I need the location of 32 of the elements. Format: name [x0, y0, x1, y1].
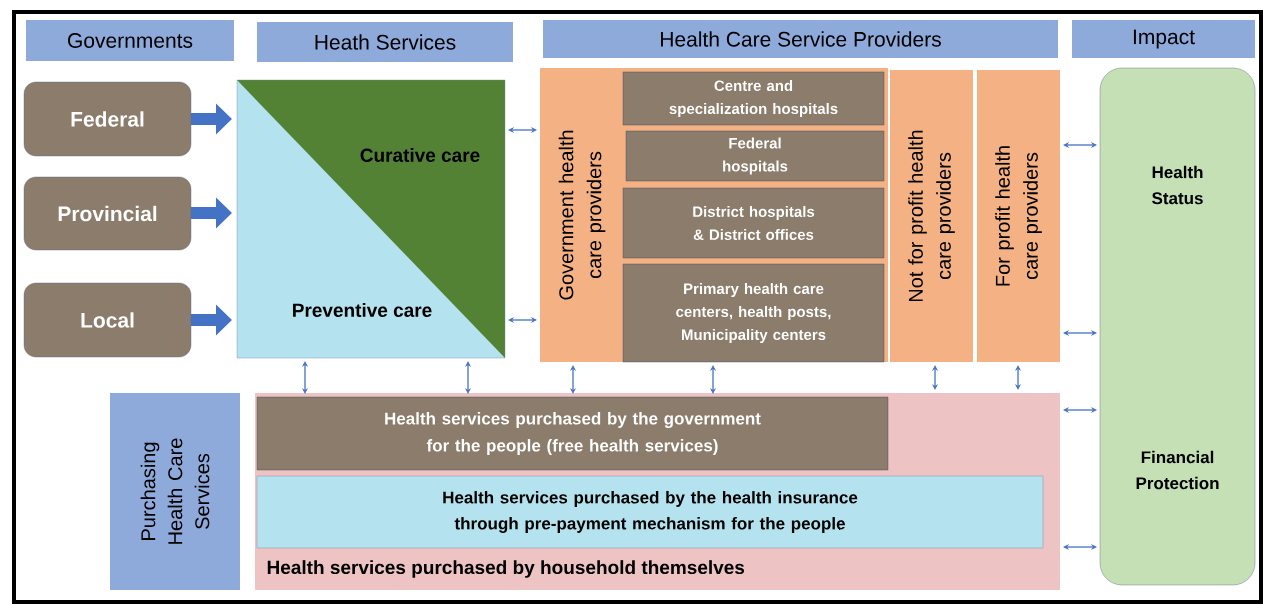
arrow — [1063, 329, 1097, 337]
government-box: Federal — [23, 81, 192, 157]
hospital-box: Centre and specialization hospitals — [622, 71, 885, 126]
provider-column: For profit health care providers — [977, 70, 1060, 362]
arrow — [1014, 365, 1022, 390]
heading-band: Impact — [1072, 20, 1255, 58]
arrow — [569, 365, 577, 394]
hospital-box: Federal hospitals — [625, 130, 885, 182]
heading-band: Governments — [26, 20, 234, 61]
heading-band: Health Care Service Providers — [543, 20, 1058, 58]
arrow — [1063, 406, 1097, 414]
arrow — [301, 361, 309, 394]
care-square: Curative care Preventive care — [236, 79, 506, 359]
arrow — [709, 365, 717, 394]
provider-column: Not for profit health care providers — [890, 70, 973, 362]
hospital-box: District hospitals & District offices — [622, 187, 885, 259]
government-box: Local — [23, 282, 192, 358]
arrow — [508, 316, 537, 324]
arrow — [1063, 543, 1097, 551]
heading-band: Heath Services — [257, 22, 513, 62]
purchase-box: Health services purchased by the health insurance through pre-payment mechanism for the people — [256, 475, 1044, 549]
arrow — [464, 361, 472, 394]
arrow — [508, 126, 537, 134]
purchase-box: Health services purchased by the government for the people (free health services) — [256, 396, 889, 471]
node-label: Government health care providers — [558, 130, 606, 300]
arrow — [931, 365, 939, 390]
node-label: Not for profit health care providers — [908, 130, 955, 302]
impact-box: Health Status Financial Protection — [1099, 67, 1256, 586]
arrow — [1063, 141, 1097, 149]
purchasing-band: Purchasing Health Care Services — [110, 393, 240, 590]
hospital-box: Primary health care centers, health posts, Municipality centers — [622, 263, 885, 363]
government-box: Provincial — [23, 176, 192, 251]
